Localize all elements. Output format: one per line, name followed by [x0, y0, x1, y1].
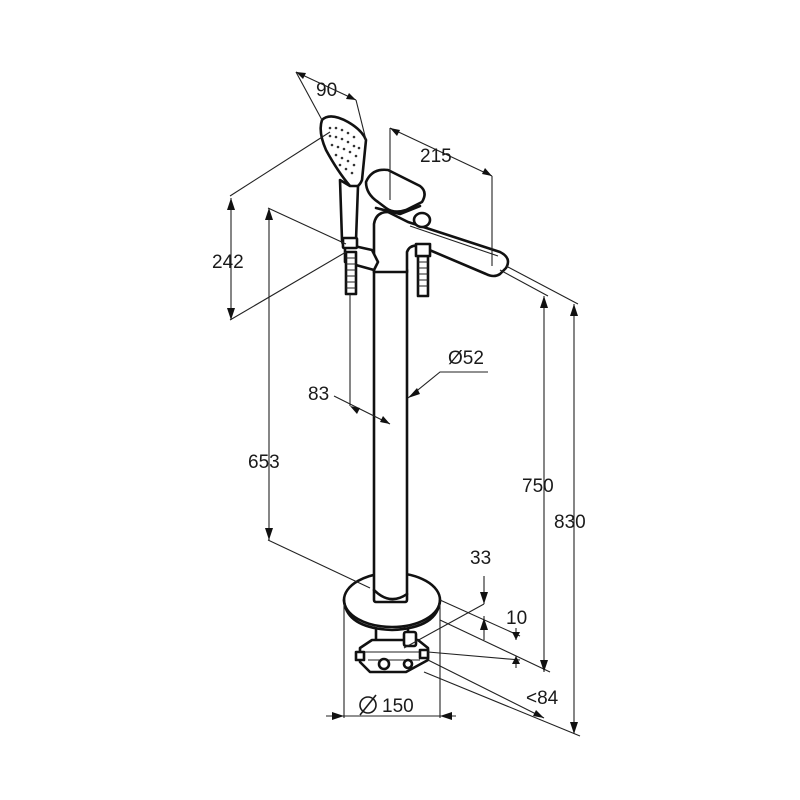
dim-label-base-height-b: 10 [506, 608, 527, 629]
threaded-connector-right [414, 242, 432, 298]
dim-label-handshower-height: 242 [212, 252, 244, 273]
dim-label-base-height-a: 33 [470, 548, 491, 569]
mixer-lever [364, 168, 432, 229]
dim-label-spout-reach: 215 [420, 146, 452, 167]
dim-label-base-diameter: 150 [382, 696, 414, 717]
diameter-symbol [359, 694, 377, 716]
mounting-kit [354, 628, 430, 674]
spout-body [372, 210, 510, 278]
dim-label-holder-offset: 83 [308, 384, 329, 405]
handshower [319, 115, 368, 250]
dimension-labels: 90 215 242 Ø52 83 653 750 830 33 10 <84 … [212, 80, 586, 717]
dim-label-base-depth: <84 [526, 688, 559, 709]
dim-label-handshower-width: 90 [316, 80, 337, 101]
dim-label-holder-height: 653 [248, 452, 280, 473]
faucet-outline [319, 115, 510, 674]
dim-label-pipe-diameter: Ø52 [448, 348, 484, 369]
dimension-lines [227, 71, 581, 737]
nozzle-dots [328, 126, 361, 175]
main-pipe [372, 266, 409, 604]
dim-label-spout-height: 750 [522, 476, 554, 497]
threaded-connector-left [344, 250, 358, 296]
dim-label-overall-height: 830 [554, 512, 586, 533]
